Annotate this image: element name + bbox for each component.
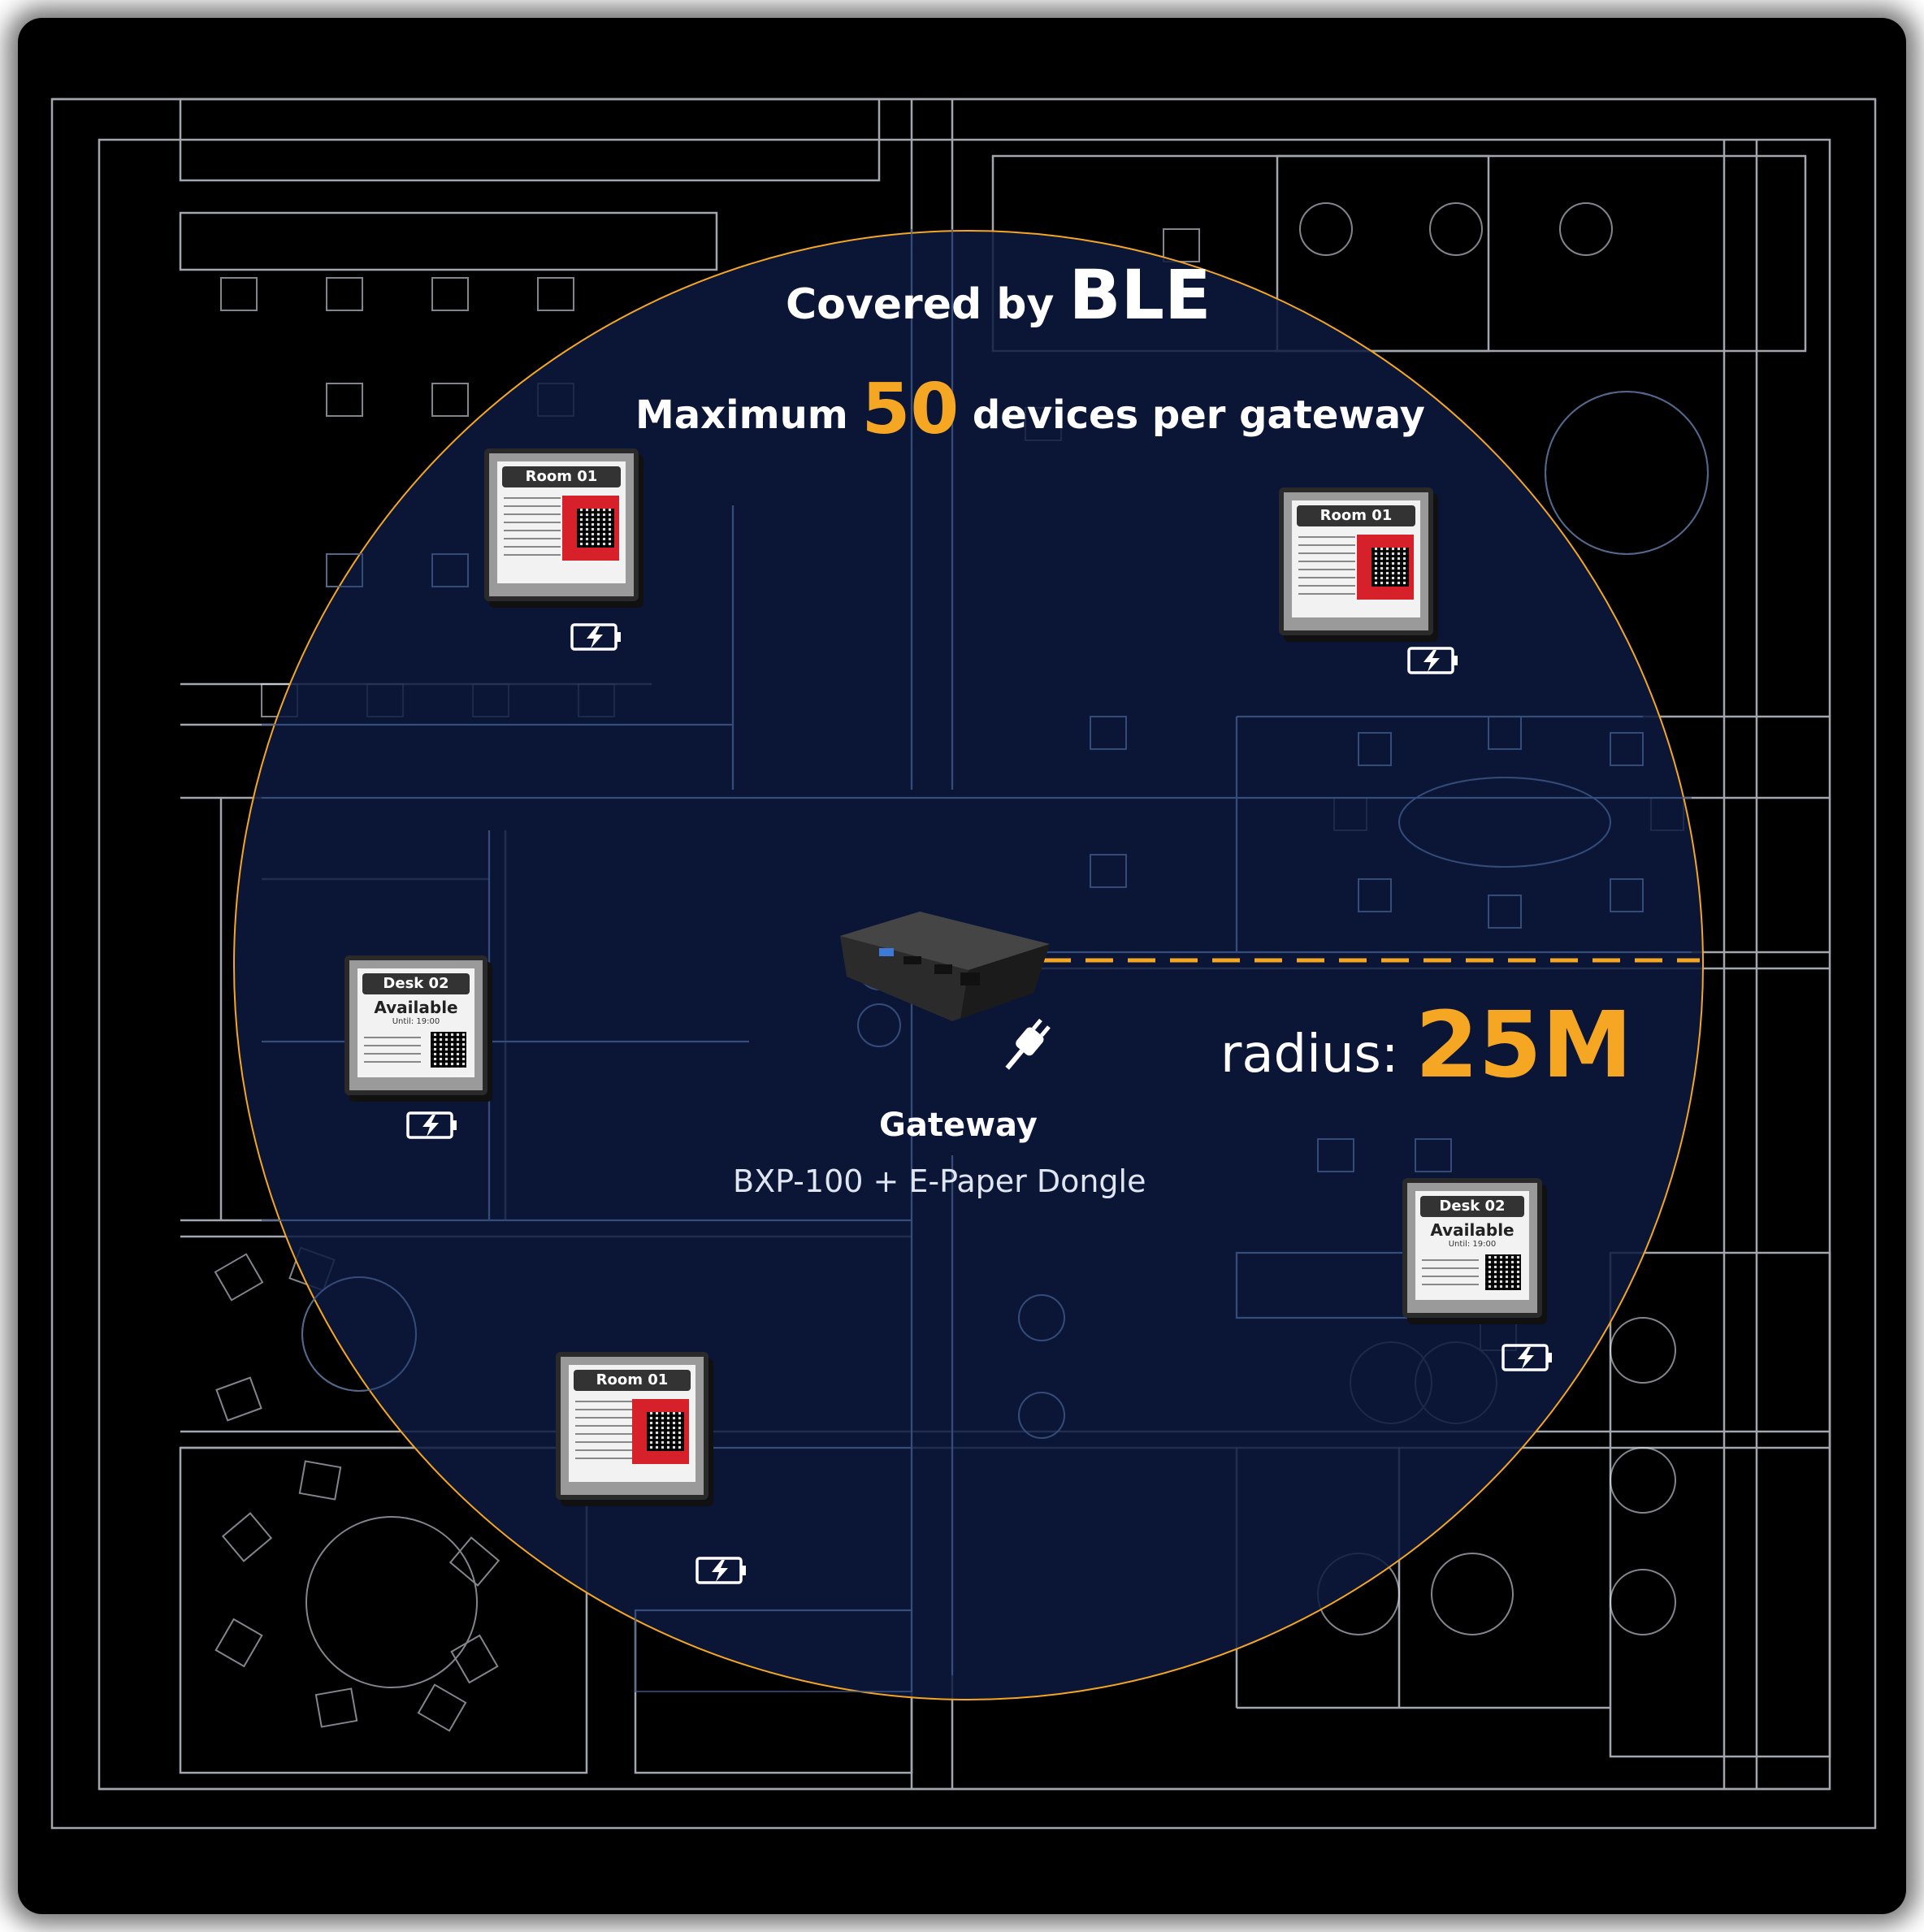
capacity-subtitle: Maximum 50 devices per gateway bbox=[635, 369, 1425, 450]
device-count: 50 bbox=[861, 369, 960, 450]
gateway-device-icon bbox=[840, 912, 1050, 1021]
power-plug-icon bbox=[1005, 1018, 1051, 1070]
gateway-model: BXP-100 + E-Paper Dongle bbox=[733, 1163, 1146, 1199]
room-display-top-left: Room 01 bbox=[484, 448, 639, 601]
battery-charging-icon bbox=[1502, 1344, 1552, 1371]
floor-plan-frame: Room 01 Room 01 Desk 02 Available Until:… bbox=[18, 18, 1906, 1914]
radius-prefix: radius: bbox=[1220, 1024, 1399, 1085]
subtitle-suffix: devices per gateway bbox=[972, 392, 1425, 438]
battery-charging-icon bbox=[406, 1111, 457, 1139]
title-emphasis: BLE bbox=[1068, 255, 1211, 335]
coverage-title: Covered by BLE bbox=[786, 255, 1211, 335]
room-display-top-right: Room 01 bbox=[1279, 487, 1433, 635]
desk-display-right: Desk 02 Available Until: 19:00 bbox=[1402, 1178, 1542, 1318]
desk-label: Desk 02 bbox=[362, 973, 470, 994]
gateway-title: Gateway bbox=[879, 1107, 1038, 1144]
battery-charging-icon bbox=[1407, 647, 1458, 674]
desk-until: Until: 19:00 bbox=[392, 1017, 440, 1026]
room-label: Room 01 bbox=[1297, 505, 1415, 526]
room-label: Room 01 bbox=[574, 1370, 691, 1391]
room-display-bottom-left: Room 01 bbox=[556, 1352, 708, 1500]
battery-charging-icon bbox=[696, 1557, 746, 1584]
desk-display-left: Desk 02 Available Until: 19:00 bbox=[344, 955, 488, 1095]
subtitle-prefix: Maximum bbox=[635, 392, 848, 438]
desk-label: Desk 02 bbox=[1420, 1196, 1524, 1217]
battery-charging-icon bbox=[570, 623, 621, 651]
desk-status: Available bbox=[374, 998, 458, 1017]
room-label: Room 01 bbox=[502, 466, 621, 487]
radius-label: radius: 25M bbox=[1220, 993, 1632, 1098]
desk-until: Until: 19:00 bbox=[1448, 1240, 1497, 1249]
title-prefix: Covered by bbox=[786, 280, 1055, 329]
radius-value: 25M bbox=[1415, 993, 1633, 1098]
desk-status: Available bbox=[1430, 1220, 1514, 1240]
